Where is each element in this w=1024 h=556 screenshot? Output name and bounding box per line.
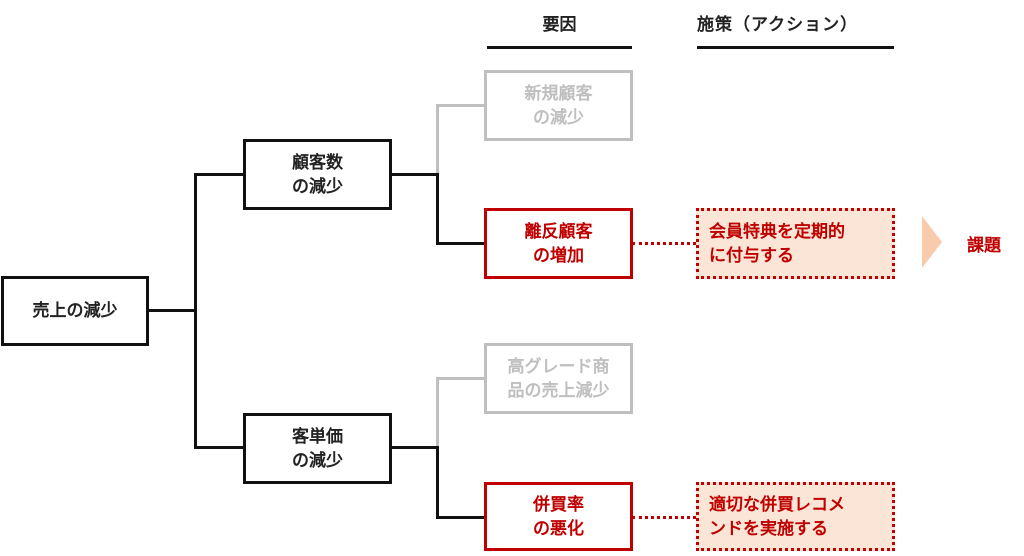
connector-new-customers-v <box>436 104 439 174</box>
header-action: 施策（アクション） <box>697 15 859 35</box>
action-member-benefits: 会員特典を定期的 に付与する <box>696 208 895 279</box>
connector-to-customers <box>194 173 244 176</box>
issue-label: 課題 <box>967 236 1001 256</box>
connector-level1-v <box>194 173 197 449</box>
node-cross-sell-rate-worsening: 併買率 の悪化 <box>484 482 633 551</box>
header-action-underline <box>697 46 894 49</box>
connector-to-unit-price <box>194 446 244 449</box>
connector-cross-sell-h <box>436 516 484 519</box>
link-churn-action <box>632 242 696 245</box>
node-customer-count-decrease: 顧客数 の減少 <box>243 139 392 210</box>
header-factor-underline <box>487 46 632 49</box>
connector-cross-sell-v <box>436 446 439 519</box>
node-churn-increase: 離反顧客 の増加 <box>484 208 633 279</box>
connector-unit-price-out <box>391 446 439 449</box>
connector-new-customers-h <box>436 104 484 107</box>
node-root-sales-decrease: 売上の減少 <box>1 276 149 346</box>
connector-customers-out <box>391 173 439 176</box>
action-cross-sell-recommend: 適切な併買レコメ ンドを実施する <box>696 482 895 551</box>
node-unit-price-decrease: 客単価 の減少 <box>243 413 392 484</box>
connector-high-grade-h <box>436 377 484 380</box>
arrow-right-icon <box>922 216 942 268</box>
connector-churn-h <box>436 242 484 245</box>
connector-churn-v <box>436 173 439 245</box>
link-cross-sell-action <box>632 516 696 519</box>
header-factor: 要因 <box>542 15 577 35</box>
node-high-grade-sales-decrease: 高グレード商 品の売上減少 <box>484 343 633 414</box>
connector-root-h <box>148 309 196 312</box>
node-new-customers-decrease: 新規顧客 の減少 <box>484 70 633 141</box>
connector-high-grade-v <box>436 377 439 447</box>
